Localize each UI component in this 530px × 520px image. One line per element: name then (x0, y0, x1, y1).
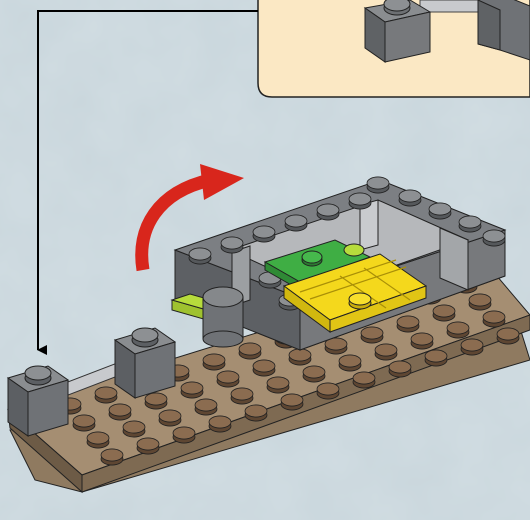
baseplate-stud (411, 333, 433, 349)
baseplate-stud (95, 387, 117, 403)
baseplate-stud (461, 339, 483, 355)
baseplate-stud (101, 449, 123, 465)
baseplate-stud (145, 393, 167, 409)
wall-stud (483, 230, 505, 246)
left-1x1-brick (8, 366, 68, 436)
baseplate-stud (87, 432, 109, 448)
baseplate-stud (281, 394, 303, 410)
baseplate-stud (245, 405, 267, 421)
baseplate-stud (317, 383, 339, 399)
baseplate-stud (397, 316, 419, 332)
baseplate-stud (289, 349, 311, 365)
baseplate-stud (231, 388, 253, 404)
wall-stud (399, 190, 421, 206)
wall-stud (429, 203, 451, 219)
baseplate-stud (209, 416, 231, 432)
baseplate-stud (239, 343, 261, 359)
baseplate-stud (389, 361, 411, 377)
baseplate-stud (353, 372, 375, 388)
baseplate-stud (469, 294, 491, 310)
baseplate-stud (361, 327, 383, 343)
baseplate-stud (137, 438, 159, 454)
baseplate-stud (497, 328, 519, 344)
baseplate-stud (203, 354, 225, 370)
callout-brick-left (365, 0, 430, 62)
wall-stud (349, 193, 371, 209)
baseplate-stud (325, 338, 347, 354)
baseplate-stud (217, 371, 239, 387)
wall-stud (189, 248, 211, 264)
baseplate-stud (253, 360, 275, 376)
baseplate-stud (267, 377, 289, 393)
baseplate-stud (483, 311, 505, 327)
wall-stud (317, 204, 339, 220)
wall-stud (253, 226, 275, 242)
baseplate-stud (447, 322, 469, 338)
baseplate-stud (303, 366, 325, 382)
baseplate-stud (181, 382, 203, 398)
baseplate-stud (375, 344, 397, 360)
wall-stud (367, 177, 389, 193)
baseplate-stud (173, 427, 195, 443)
baseplate-stud (339, 355, 361, 371)
baseplate-stud (159, 410, 181, 426)
baseplate-stud (195, 399, 217, 415)
right-1x1-brick (115, 328, 175, 398)
baseplate-stud (425, 350, 447, 366)
round-brick-corner (203, 287, 243, 347)
baseplate-stud (433, 305, 455, 321)
wall-stud (459, 216, 481, 232)
baseplate-stud (73, 415, 95, 431)
wall-stud (285, 215, 307, 231)
baseplate-stud (109, 404, 131, 420)
wall-stud (221, 237, 243, 253)
callout-panel (258, 0, 530, 97)
baseplate-stud (123, 421, 145, 437)
